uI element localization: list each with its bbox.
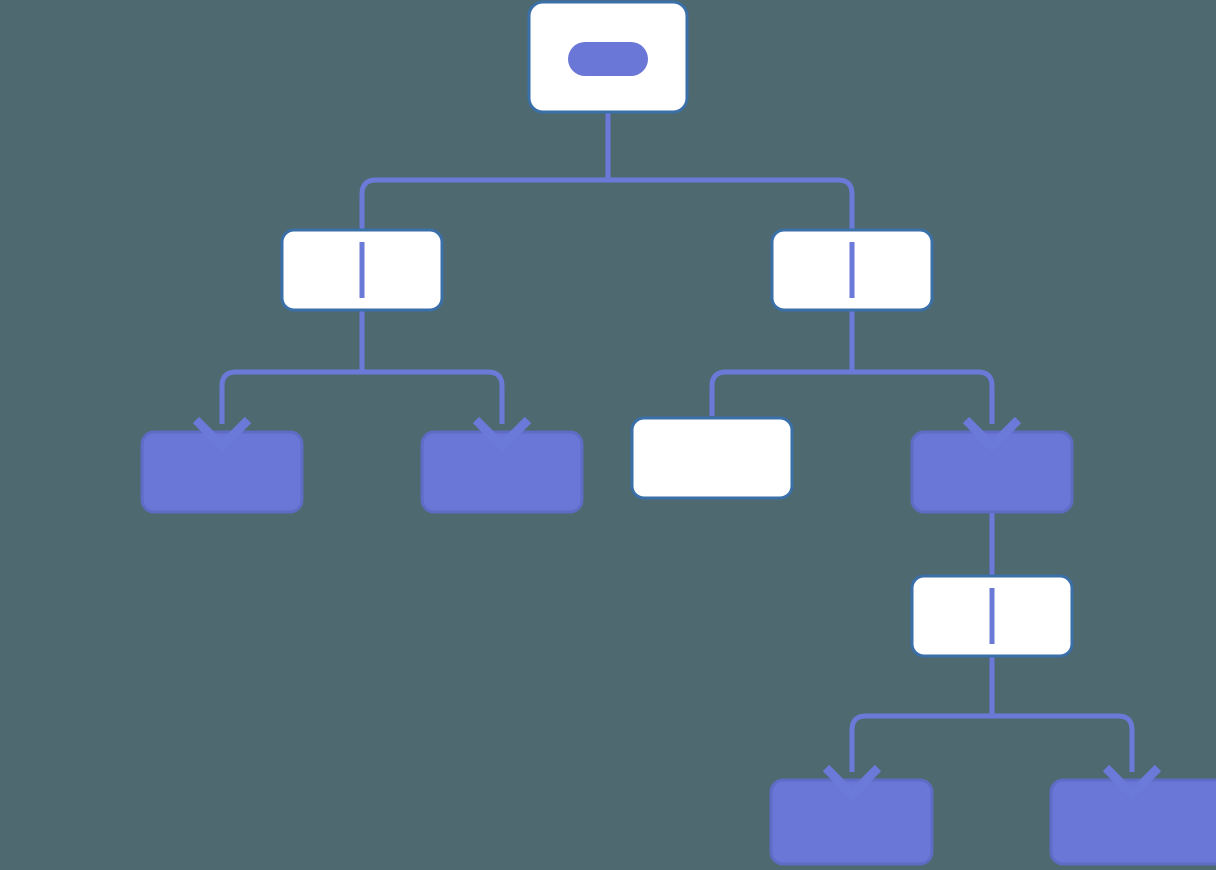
connector-e-bus3-c (709, 369, 852, 416)
arrowhead-layer (192, 416, 1162, 801)
connector-e-bus4-b (992, 713, 1135, 772)
connector-e-bus2-b (362, 369, 505, 424)
connector-e-bus3-d (852, 369, 995, 424)
node-l2-b[interactable] (420, 430, 584, 514)
arrowhead-l2-d (962, 416, 1022, 453)
node-layer (140, 0, 1216, 866)
node-l2-a[interactable] (140, 430, 304, 514)
node-l2-d[interactable] (910, 430, 1074, 514)
arrowhead-l2-b (472, 416, 532, 453)
arrowhead-l4-a (822, 764, 882, 801)
node-l2-c[interactable] (630, 416, 794, 500)
node-l4-b[interactable] (1049, 778, 1216, 866)
connector-e-bus4-a (849, 713, 992, 772)
node-root-pill-label (568, 42, 648, 76)
connector-e-bus1-right (608, 177, 855, 238)
node-l4-a[interactable] (769, 778, 934, 866)
connector-e-bus1-left (359, 177, 608, 238)
node-line-layer (359, 242, 995, 644)
connector-layer (219, 108, 1135, 772)
arrowhead-l2-a (192, 416, 252, 453)
arrowhead-l4-b (1102, 764, 1162, 801)
connector-e-bus2-a (219, 369, 362, 424)
